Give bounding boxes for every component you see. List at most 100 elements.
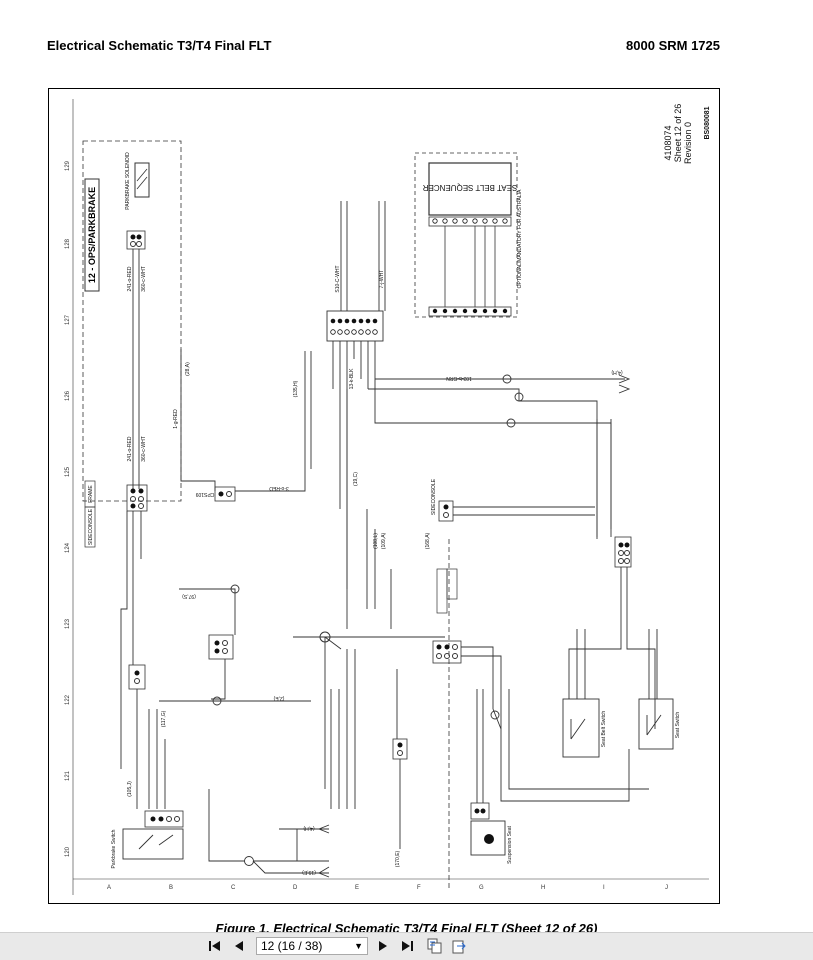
wire-3o-red: [235, 351, 312, 492]
document-code: 8000 SRM 1725: [626, 38, 720, 53]
first-page-icon[interactable]: [206, 937, 224, 955]
wire-ops-breakout: [453, 506, 595, 516]
export-icon[interactable]: [450, 937, 468, 955]
wire-1g-red: [180, 349, 216, 491]
wire-label: S10-C-WHT: [335, 265, 341, 292]
view-mode-icon[interactable]: [426, 937, 444, 955]
seat-belt-wires: [444, 226, 496, 307]
seat-belt-top-pins: [432, 218, 508, 224]
sideconsole-tag-label: SIDECONSOLE: [88, 508, 94, 545]
seat-belt-connector-bottom: [428, 306, 512, 317]
s1sar-node: [490, 710, 500, 720]
grid-row-label: 124: [65, 542, 71, 553]
page-selector[interactable]: 12 (16 / 38) ▼: [256, 937, 368, 955]
ref-label: (97,S): [182, 593, 196, 599]
grid-col-labels: A B C D E F G H I J: [107, 885, 668, 891]
cps109-label: CPS109: [195, 491, 214, 497]
ref-label: (28,A): [185, 362, 191, 376]
seat-belt-switch-label: Seat Belt Switch: [601, 711, 607, 748]
page-indicator: 12 (16 / 38): [261, 939, 323, 953]
ref-label: (4,H): [611, 369, 622, 375]
grid-col-label: D: [293, 885, 298, 891]
cps07-connector: [126, 484, 148, 512]
wire-13-ma-blk: [208, 789, 329, 874]
ref-label: (168,A): [425, 532, 431, 549]
grid-col-label: E: [355, 885, 359, 891]
reference-labels: (28,A) (135,H) (19,C) (108,L) (109,A) (1…: [127, 362, 623, 875]
cps38-connector: [126, 230, 146, 250]
seat-belt-switch-symbol: [570, 718, 586, 740]
seat-belt-label: SEAT BELT SEQUENCER: [423, 183, 518, 192]
wire-label: 241-o-RED: [127, 266, 133, 291]
crp420-switch: [562, 698, 600, 758]
next-page-icon[interactable]: [374, 937, 392, 955]
drawing-number: 4108074: [663, 125, 673, 160]
cps666-connector: [438, 500, 454, 522]
grid-col-label: F: [417, 885, 421, 891]
ref-label: (170,E): [395, 850, 401, 867]
last-page-icon[interactable]: [398, 937, 416, 955]
armrest-tag: [446, 568, 458, 600]
ground-bus: [293, 636, 445, 809]
parkbrake-solenoid: [134, 162, 150, 198]
grid-row-label: 121: [65, 770, 71, 781]
wire-center-right: [461, 646, 502, 730]
sideconsole-tag-2: [436, 568, 448, 614]
cps10-pins-lower: [330, 329, 378, 335]
grid-row-label: 128: [65, 238, 71, 249]
grid-row-label: 125: [65, 466, 71, 477]
cp081-center-connector: [432, 640, 462, 664]
grid-col-label: C: [231, 885, 236, 891]
seat-belt-region-border: [414, 152, 518, 318]
wire-left-lower: [120, 511, 142, 769]
zone-title: 12 - OPS/PARKBRAKE: [87, 187, 97, 283]
cp081-connector: [614, 536, 632, 568]
wire-label: 103-b-GRN: [446, 375, 472, 381]
wire-right-down: [568, 567, 656, 729]
seat-belt-connector-top: [428, 216, 512, 227]
grid-col-label: B: [169, 885, 173, 891]
cps37-connector: [128, 664, 146, 690]
parkbrake-switch-symbol: [138, 834, 174, 850]
wire-label: 360-c-WHT: [141, 266, 147, 292]
ref-label: (19,C): [353, 472, 359, 486]
zone-title-box: [84, 178, 100, 292]
seat-switch-label: Seat Switch: [675, 712, 681, 739]
schematic-drawing: 129 128 127 126 125 124 123 122 121 120 …: [65, 99, 711, 895]
wire-label: 13-k-BLK: [349, 368, 355, 390]
seat-belt-note: OPTIONAL/MANDATORY FOR AUSTRALIA: [517, 189, 523, 288]
parkbrake-switch: [122, 828, 184, 860]
wire-label: 360-c-WHT: [141, 436, 147, 462]
grid-row-label: 127: [65, 314, 71, 325]
arrow-right: [618, 374, 631, 394]
arrow-left-refs: [317, 824, 330, 878]
grid-col-label: G: [479, 885, 484, 891]
schematic-frame: 129 128 127 126 125 124 123 122 121 120 …: [48, 88, 720, 904]
parkbrake-solenoid-label: PARKBRAKE SOLENOID: [125, 152, 131, 210]
ref-label: (19,E): [302, 869, 316, 875]
wire-seat-switch: [576, 629, 658, 699]
sheet-number: Sheet 12 of 26: [673, 104, 683, 163]
ops-breakout-label: SIDECONSOLE: [431, 478, 437, 515]
wire-label: 7-j-WHT: [379, 270, 385, 289]
wire-13-blk-right: [279, 828, 329, 861]
wire-label: 1-g-RED: [173, 409, 179, 429]
grid-row-label: 122: [65, 694, 71, 705]
wire-right-top: [596, 419, 612, 537]
prev-page-icon[interactable]: [230, 937, 248, 955]
wire-910-e-wht: [179, 588, 236, 700]
ref-label: (105,J): [127, 781, 133, 797]
grid-row-label: 129: [65, 160, 71, 171]
suspension-seat: [470, 820, 506, 856]
seat-switch-symbol: [646, 714, 662, 736]
s13l-ground-node: [244, 856, 254, 866]
cps10-pins: [330, 318, 378, 324]
ref-label: (108,L): [373, 533, 379, 549]
wire-label: 3-o-RED: [269, 485, 289, 491]
grid-row-label: 123: [65, 618, 71, 629]
sideconsole-tag: [84, 506, 96, 548]
seat-belt-pins: [432, 308, 508, 314]
wire-241-360: [132, 249, 140, 489]
parkbrake-switch-label: Parkbrake Switch: [111, 829, 117, 868]
grid-col-label: I: [603, 885, 605, 891]
